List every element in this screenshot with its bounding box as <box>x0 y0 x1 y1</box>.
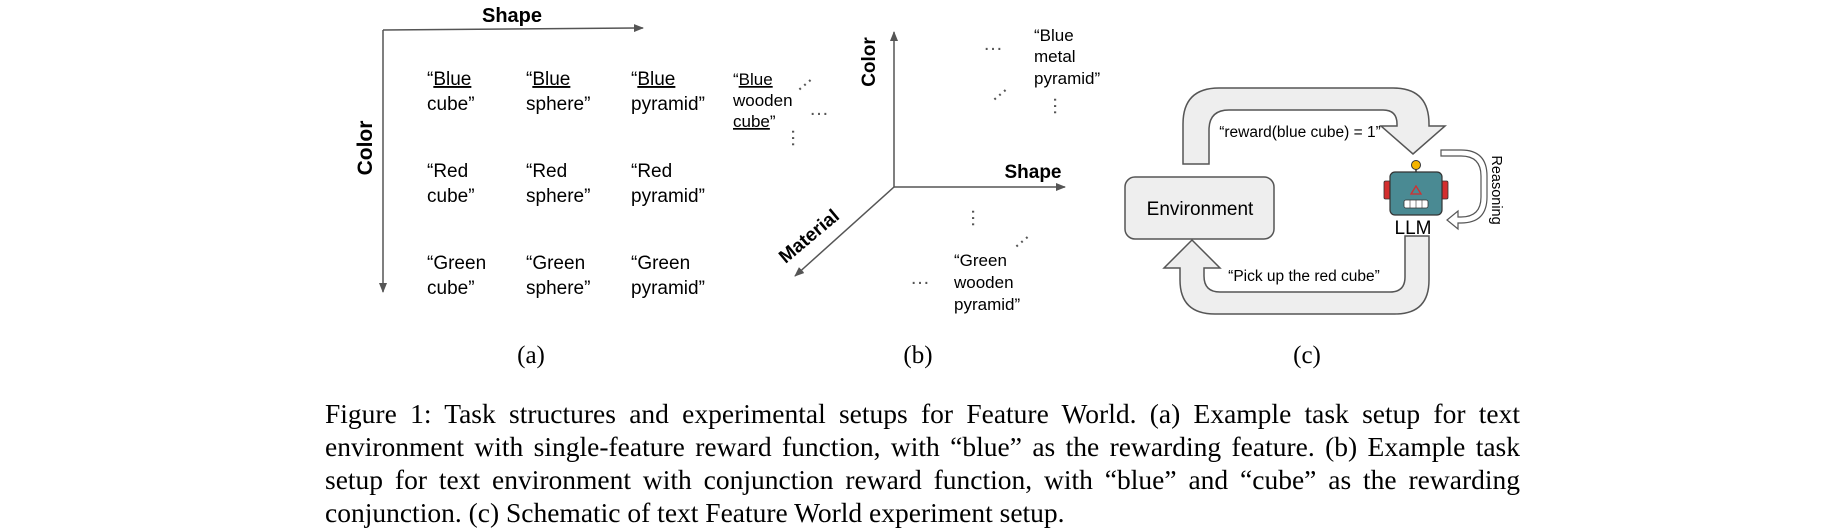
ellipsis-bottom-horizontal: … <box>910 267 930 289</box>
item-green-wooden-pyramid: “Green wooden pyramid” <box>953 251 1020 314</box>
panel-b: Color Shape Material “Blue metal pyramid… <box>775 26 1100 369</box>
svg-text:“Red: “Red <box>427 161 468 182</box>
grid-cell: “Green sphere” <box>526 253 590 299</box>
grid-cell: “Red pyramid” <box>631 161 705 207</box>
svg-text:“Red: “Red <box>631 161 672 182</box>
grid-cell: “Green pyramid” <box>631 253 705 299</box>
ellipsis-vertical: … <box>787 128 809 148</box>
reward-text: “reward(blue cube) = 1” <box>1219 124 1381 141</box>
grid-cell: “Blue sphere” <box>526 69 590 115</box>
svg-text:cube”: cube” <box>427 186 475 207</box>
action-text: “Pick up the red cube” <box>1228 268 1380 285</box>
environment-box <box>1124 176 1275 240</box>
material-axis-3d <box>794 186 895 277</box>
grid-cell: “Blue pyramid” <box>631 69 705 115</box>
svg-text:“Red: “Red <box>526 161 567 182</box>
svg-text:sphere”: sphere” <box>526 186 590 207</box>
shape-axis-3d-label: Shape <box>1004 162 1061 183</box>
ellipsis-top-diagonal: … <box>982 76 1011 106</box>
ellipsis-bottom-vertical: … <box>967 208 989 228</box>
side-item-blue-wooden-cube: “Blue wooden cube” <box>732 70 793 131</box>
svg-text:pyramid”: pyramid” <box>631 278 705 299</box>
svg-text:“Blue: “Blue <box>631 69 675 90</box>
ellipsis-bottom-diagonal: … <box>1004 223 1033 253</box>
svg-text:“Blue: “Blue <box>526 69 570 90</box>
svg-text:cube”: cube” <box>733 112 776 131</box>
llm-label: LLM <box>1395 218 1432 239</box>
sublabel-a: (a) <box>517 342 545 369</box>
ellipsis-top-vertical: … <box>1049 96 1071 116</box>
svg-text:“Green: “Green <box>526 253 585 274</box>
grid-cell: “Red cube” <box>427 161 475 207</box>
svg-text:“Blue: “Blue <box>1034 26 1074 45</box>
shape-axis-arrow <box>382 24 644 33</box>
svg-text:cube”: cube” <box>427 278 475 299</box>
svg-text:“Green: “Green <box>631 253 690 274</box>
svg-text:sphere”: sphere” <box>526 278 590 299</box>
action-arrow <box>1162 235 1430 315</box>
feature-grid: “Blue cube” “Blue sphere” “Blue pyramid” “Red c… <box>427 69 705 299</box>
svg-text:wooden: wooden <box>953 273 1014 292</box>
panel-c: “reward(blue cube) = 1” “Pick up the red… <box>1124 87 1504 369</box>
item-blue-metal-pyramid: “Blue metal pyramid” <box>1034 26 1100 88</box>
grid-cell: “Blue cube” <box>427 69 475 115</box>
figure-caption: Figure 1: Task structures and experiment… <box>325 398 1520 528</box>
reasoning-loop-arrow <box>1440 149 1488 231</box>
robot-icon <box>1383 160 1449 216</box>
svg-text:pyramid”: pyramid” <box>954 295 1020 314</box>
svg-text:pyramid”: pyramid” <box>1034 69 1100 88</box>
svg-text:sphere”: sphere” <box>526 94 590 115</box>
environment-label: Environment <box>1147 199 1254 220</box>
sublabel-c: (c) <box>1293 342 1321 369</box>
svg-text:“Green: “Green <box>954 251 1007 270</box>
svg-text:pyramid”: pyramid” <box>631 186 705 207</box>
svg-text:“Blue: “Blue <box>733 70 773 89</box>
reward-feedback-arrow <box>1182 87 1447 165</box>
svg-text:wooden: wooden <box>732 91 793 110</box>
svg-text:metal: metal <box>1034 47 1076 66</box>
grid-cell: “Green cube” <box>427 253 486 299</box>
grid-cell: “Red sphere” <box>526 161 590 207</box>
svg-text:pyramid”: pyramid” <box>631 94 705 115</box>
svg-text:cube”: cube” <box>427 94 475 115</box>
material-axis-3d-label: Material <box>775 206 844 268</box>
color-axis-label: Color <box>354 121 377 176</box>
reasoning-label: Reasoning <box>1488 155 1504 224</box>
ellipsis-top-horizontal: … <box>983 33 1003 55</box>
svg-text:“Green: “Green <box>427 253 486 274</box>
color-axis-3d-label: Color <box>859 37 880 87</box>
ellipsis-horizontal: … <box>809 98 829 120</box>
panel-a: Shape Color “Blue cube” “Blue sphere” “Blue p… <box>354 5 829 369</box>
shape-axis-label: Shape <box>482 5 542 27</box>
sublabel-b: (b) <box>903 342 932 369</box>
svg-text:“Blue: “Blue <box>427 69 471 90</box>
